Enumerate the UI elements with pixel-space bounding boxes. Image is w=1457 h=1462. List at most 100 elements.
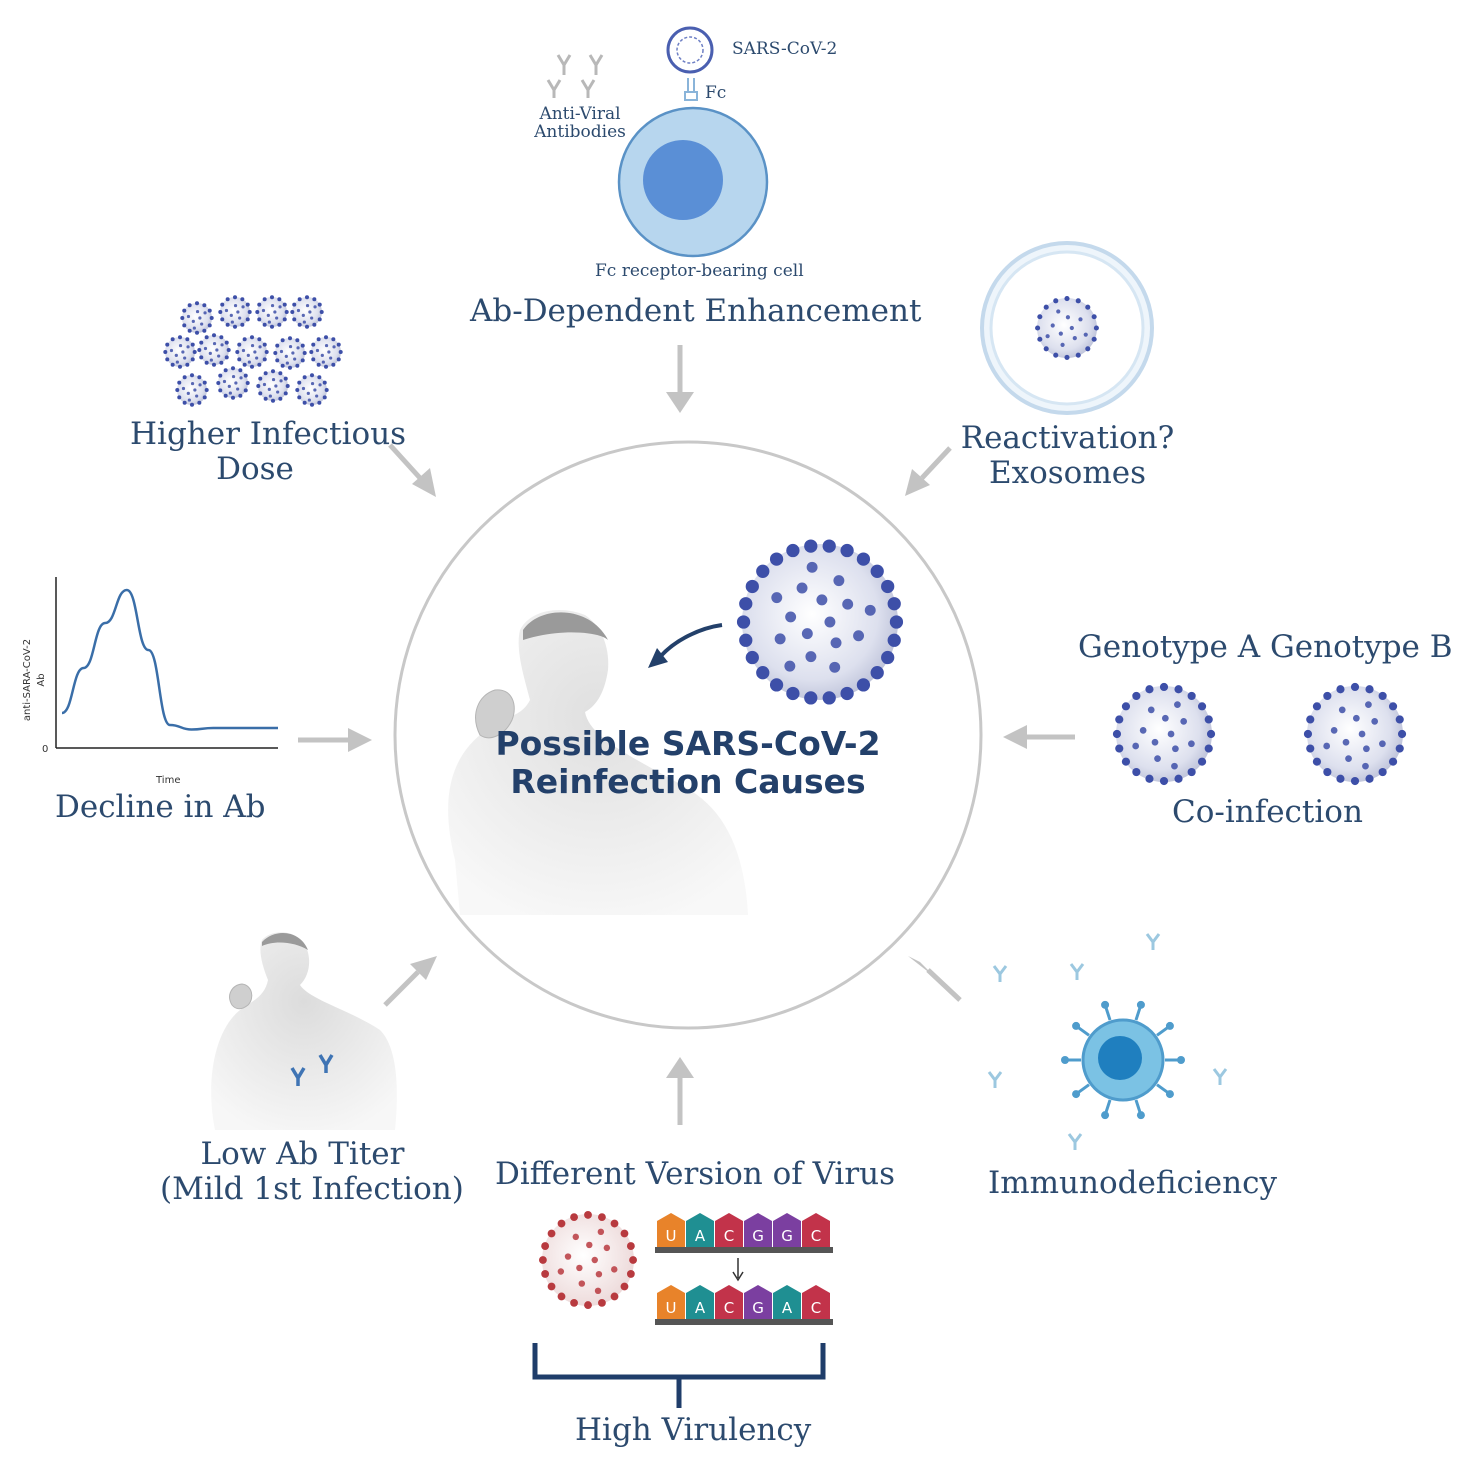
- low-titer-line-2: (Mild 1st Infection): [160, 1170, 464, 1207]
- dose-virus: [197, 333, 231, 367]
- free-antibody: [1067, 1133, 1083, 1150]
- dose-virus: [180, 301, 214, 335]
- chart-x-label: Time: [155, 775, 180, 786]
- chart-line: [61, 588, 279, 731]
- arrow-head-decline: [348, 728, 372, 752]
- transmission-arrow-head: [648, 648, 668, 668]
- nucleotide-C: [802, 1213, 830, 1247]
- dose-virus: [290, 295, 324, 329]
- center-virus: [736, 539, 904, 705]
- nucleotide-letter: A: [782, 1299, 793, 1317]
- nucleotide-G: [744, 1285, 772, 1319]
- dose-virus: [235, 335, 269, 369]
- nucleotide-letter: C: [724, 1227, 734, 1245]
- dose-virus: [218, 295, 252, 329]
- central-circle: [393, 440, 983, 1030]
- reactivation-line-1: Reactivation?: [960, 420, 1175, 456]
- dose-virus: [163, 335, 197, 369]
- dose-virus: [175, 373, 209, 407]
- low-titer-label: Low Ab Titer (Mild 1st Infection): [160, 1136, 464, 1207]
- variant-label: Different Version of Virus: [495, 1156, 896, 1192]
- free-antibody: [1212, 1068, 1228, 1085]
- genotype-b-label: Genotype B: [1270, 629, 1453, 665]
- rna-backbone: [655, 1247, 833, 1253]
- immunodeficiency-label: Immunodeficiency: [988, 1165, 1277, 1201]
- red-virus-body: [539, 1211, 637, 1309]
- nucleotide-C: [715, 1213, 743, 1247]
- arrow-lowtiter: [383, 970, 420, 1007]
- dose-virus: [309, 335, 343, 369]
- antibodies-label-line-2: Antibodies: [534, 121, 626, 142]
- nucleotide-G: [744, 1213, 772, 1247]
- virulency-bracket: [532, 1343, 826, 1408]
- nucleotide-letter: A: [695, 1299, 706, 1317]
- ade-label: Ab-Dependent Enhancement: [470, 293, 922, 329]
- decline-chart: 0 Time anti-SARA-CoV-2 Ab: [22, 577, 279, 786]
- chart-y-label-1: anti-SARA-CoV-2: [22, 639, 33, 721]
- genotype-b-virus-body: [1303, 682, 1407, 786]
- center-title-line-2: Reinfection Causes: [510, 761, 866, 801]
- anti-viral-antibody-icons: [546, 54, 604, 98]
- free-antibody: [1069, 963, 1085, 980]
- arrow-reactivation: [920, 446, 952, 480]
- arrow-head-variant: [666, 1057, 694, 1078]
- immune-cell-illustration: [987, 933, 1228, 1150]
- mutation-arrow: [732, 1258, 744, 1282]
- nucleotide-A: [686, 1213, 714, 1247]
- rna-backbone: [655, 1319, 833, 1325]
- arrow-dose: [388, 443, 422, 480]
- dose-virus: [216, 366, 250, 400]
- arrow-immuno: [926, 968, 962, 1002]
- cell-antibody-tip: [1136, 1000, 1145, 1009]
- center-title-line-1: Possible SARS-CoV-2: [495, 724, 881, 763]
- genotype-a-virus-body: [1112, 682, 1216, 786]
- nucleotide-letter: G: [752, 1299, 764, 1317]
- low-titer-line-1: Low Ab Titer: [200, 1136, 405, 1172]
- ade-virus-label: SARS-CoV-2: [732, 39, 838, 59]
- fc-cell-label: Fc receptor-bearing cell: [595, 261, 804, 281]
- dose-virus: [273, 336, 307, 370]
- center-virus-illustration: [736, 539, 904, 705]
- cell-antibody-tip: [1136, 1111, 1145, 1120]
- dose-virus: [256, 369, 290, 403]
- arrow-heads: [348, 392, 1027, 1078]
- nucleotide-letter: U: [666, 1299, 677, 1317]
- chart-y-label-2: Ab: [36, 673, 47, 686]
- center-title: Possible SARS-CoV-2 Reinfection Causes: [478, 725, 898, 801]
- transmission-arrow: [658, 623, 723, 659]
- free-antibody: [1145, 933, 1161, 950]
- genotype-b-virus: [1303, 682, 1407, 786]
- nucleotide-letter: A: [695, 1227, 706, 1245]
- low-titer-person-illustration: [211, 932, 397, 1130]
- reactivation-label: Reactivation? Exosomes: [960, 421, 1175, 490]
- nucleotide-letter: G: [781, 1227, 793, 1245]
- exosome-virus: [1035, 296, 1099, 360]
- free-antibody: [992, 965, 1008, 982]
- arrow-head-lowtiter: [410, 956, 437, 980]
- cell-antibody-tip: [1072, 1090, 1081, 1099]
- arrow-head-coinfection: [1003, 725, 1027, 749]
- nucleotide-A: [686, 1285, 714, 1319]
- cell-antibody-tip: [1101, 1111, 1110, 1120]
- nucleotide-letter: G: [752, 1227, 764, 1245]
- cell-antibody-tip: [1072, 1021, 1081, 1030]
- nucleotide-letter: C: [811, 1227, 821, 1245]
- nucleotide-U: [657, 1213, 685, 1247]
- nucleotide-letter: C: [811, 1299, 821, 1317]
- nucleotide-G: [773, 1213, 801, 1247]
- ade-virus: [666, 26, 714, 74]
- cell-antibody-tip: [1101, 1000, 1110, 1009]
- high-virulency-label: High Virulency: [575, 1412, 812, 1448]
- decline-label: Decline in Ab: [55, 789, 266, 825]
- chart-origin-label: 0: [42, 744, 48, 755]
- higher-dose-label: Higher Infectious Dose: [130, 416, 407, 487]
- arrows: [298, 345, 1075, 1125]
- cell-antibody-tip: [1165, 1090, 1174, 1099]
- arrow-head-ade: [666, 392, 694, 413]
- cell-antibody-tip: [1061, 1056, 1069, 1064]
- cell-nucleus: [643, 140, 723, 220]
- higher-dose-line-1: Higher Infectious: [130, 416, 407, 452]
- higher-dose-line-2: Dose: [216, 450, 294, 487]
